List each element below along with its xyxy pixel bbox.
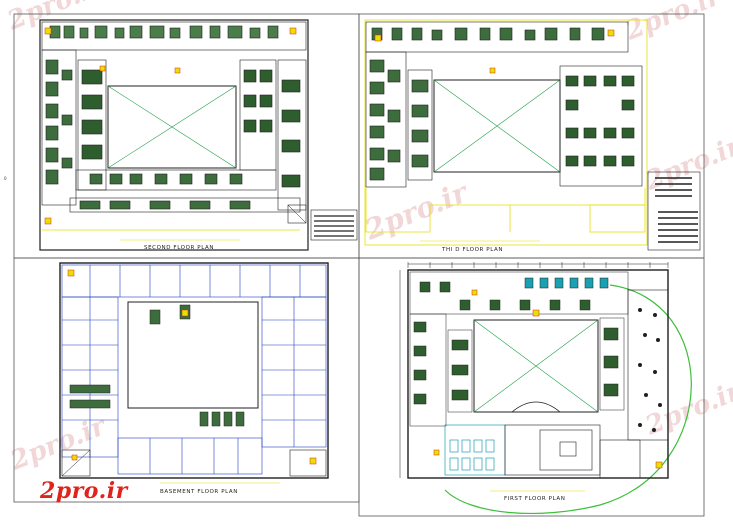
sheet-title-basement: BASEMENT FLOOR PLAN: [160, 489, 238, 495]
watermark: 2pro.ir: [620, 0, 727, 47]
watermark: 2pro.ir: [5, 411, 112, 477]
site-logo: 2pro.ir: [40, 478, 128, 504]
watermark: 2pro.ir: [359, 175, 474, 247]
frame-first: [358, 257, 705, 517]
first-floor-plan: FIRST FLOOR PLAN: [399, 262, 692, 515]
watermark-layer: 2pro.ir 2pro.ir 2pro.ir 2pro.ir 2pro.ir …: [2, 0, 733, 477]
basement-floor-plan: BASEMENT FLOOR PLAN: [59, 262, 329, 495]
watermark: 2pro.ir: [640, 131, 733, 197]
sheet-title-third: THI D FLOOR PLAN: [441, 247, 503, 253]
sheet-frames: [13, 13, 705, 517]
sheet-title-first: FIRST FLOOR PLAN: [504, 496, 565, 502]
second-floor-plan: SECOND FLOOR PLAN: [39, 19, 358, 251]
sheet-title-second: SECOND FLOOR PLAN: [144, 245, 214, 251]
third-floor-plan: THI D FLOOR PLAN: [364, 19, 701, 253]
side-mark: 0: [4, 176, 7, 181]
